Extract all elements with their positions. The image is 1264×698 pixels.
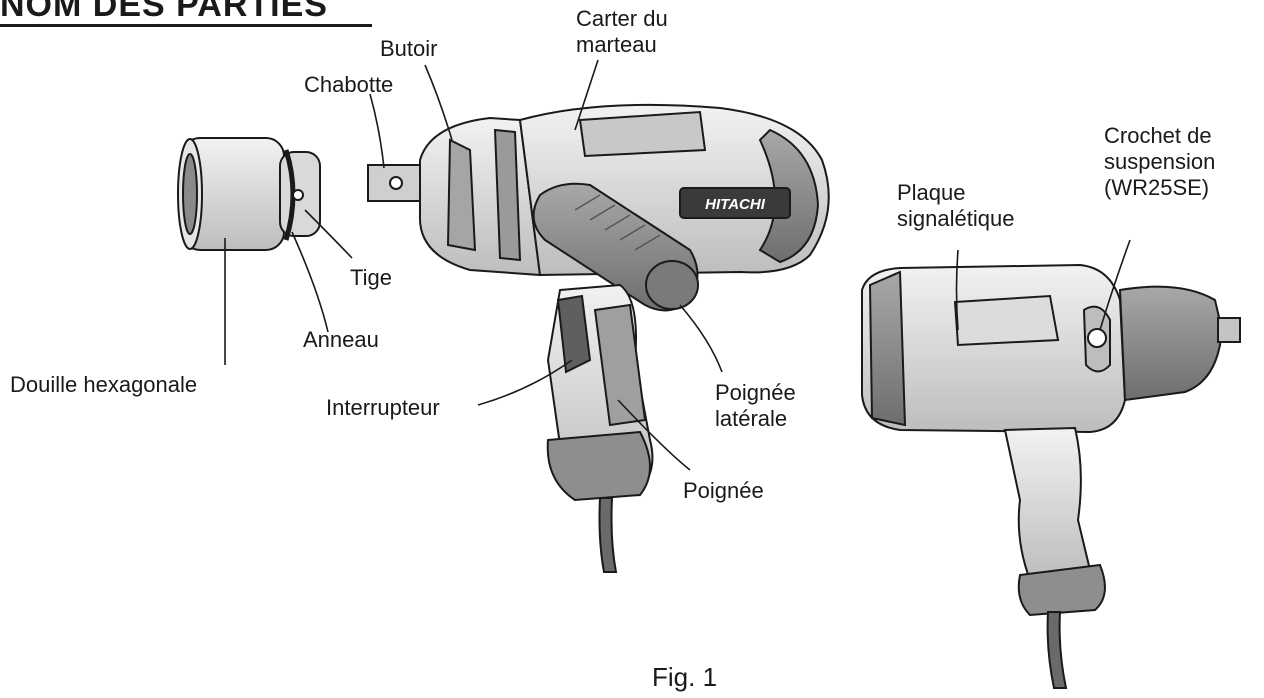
label-anneau: Anneau [303,327,379,353]
hex-socket [178,138,320,250]
label-poignee-laterale-line1: Poignée [715,380,796,406]
label-poignee-laterale: Poignée latérale [715,380,796,432]
label-crochet-line3: (WR25SE) [1104,175,1215,201]
label-carter-line1: Carter du [576,6,668,32]
label-plaque-line1: Plaque [897,180,1014,206]
label-carter-du-marteau: Carter du marteau [576,6,668,58]
label-carter-line2: marteau [576,32,668,58]
label-plaque-signaletique: Plaque signalétique [897,180,1014,232]
brand-logo: HITACHI [705,196,766,213]
label-interrupteur: Interrupteur [326,395,440,421]
figure-caption: Fig. 1 [652,662,717,693]
label-crochet-line1: Crochet de [1104,123,1215,149]
label-tige: Tige [350,265,392,291]
label-poignee-laterale-line2: latérale [715,406,796,432]
label-butoir: Butoir [380,36,437,62]
label-poignee: Poignée [683,478,764,504]
label-plaque-line2: signalétique [897,206,1014,232]
label-chabotte: Chabotte [304,72,393,98]
impact-wrench-rear [862,265,1240,688]
label-douille-hexagonale: Douille hexagonale [10,372,197,398]
label-crochet-de-suspension: Crochet de suspension (WR25SE) [1104,123,1215,201]
label-crochet-line2: suspension [1104,149,1215,175]
